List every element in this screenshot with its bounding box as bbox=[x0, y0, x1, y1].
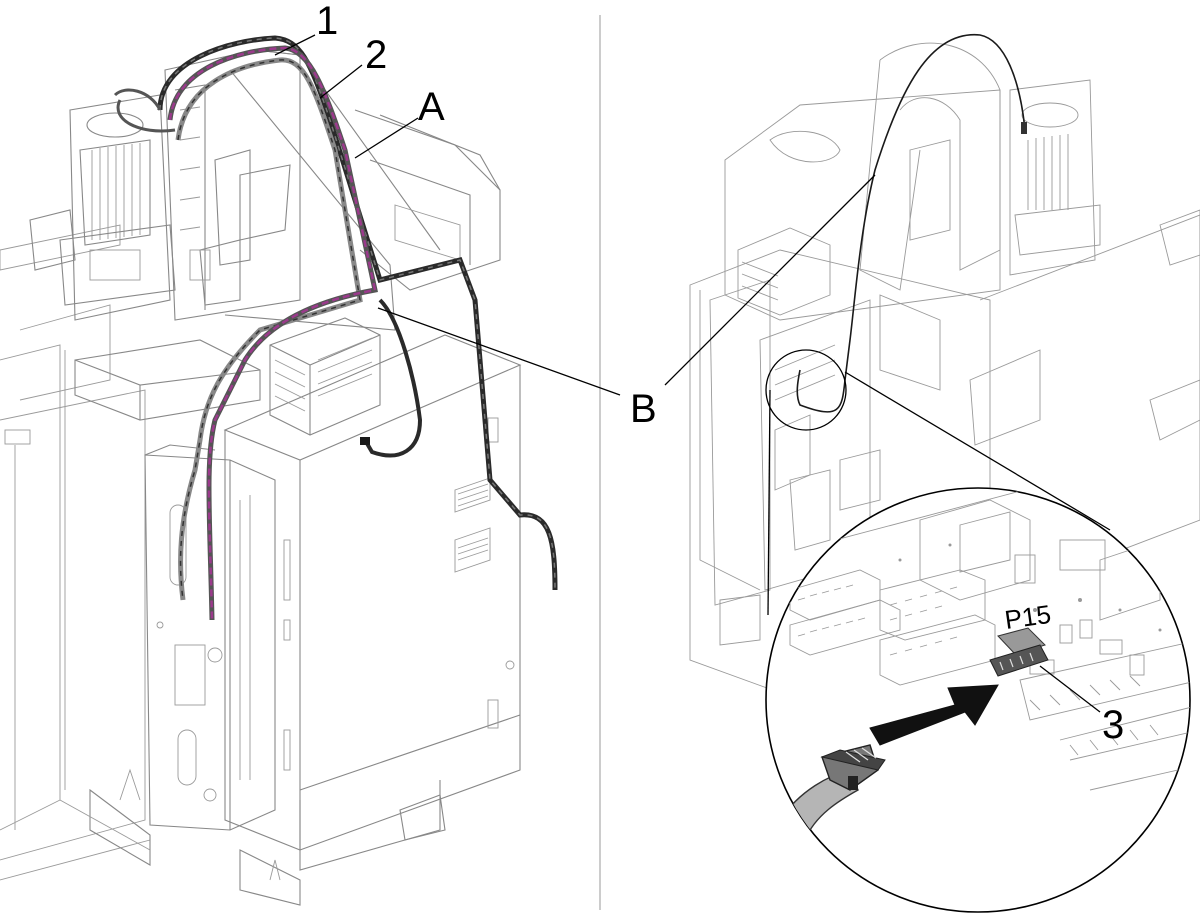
right-panel: P15 3 bbox=[664, 34, 1200, 913]
right-tower-arch bbox=[859, 42, 1001, 291]
cable-1 bbox=[157, 35, 558, 591]
left-power-module bbox=[269, 317, 381, 436]
leader-line-b-right bbox=[664, 174, 876, 386]
p15-label: P15 bbox=[1003, 599, 1053, 635]
leader-line-1 bbox=[274, 34, 316, 56]
callout-2: 2 bbox=[365, 33, 387, 77]
left-front-panel bbox=[144, 444, 291, 831]
left-base bbox=[59, 768, 446, 906]
leader-line-b-left bbox=[377, 307, 621, 396]
left-main-cabinet bbox=[223, 334, 522, 871]
leader-line-2 bbox=[319, 64, 363, 99]
callout-a: A bbox=[418, 85, 445, 129]
magnify-line-right bbox=[844, 371, 1111, 531]
left-motor-assembly bbox=[29, 94, 176, 321]
magnify-line-left bbox=[767, 389, 771, 616]
p15-socket bbox=[989, 627, 1049, 677]
cable-b-short bbox=[360, 298, 423, 458]
left-panel: 1 2 A B bbox=[0, 0, 657, 906]
detail-source-circle bbox=[765, 349, 847, 431]
right-cable-tip bbox=[1021, 122, 1027, 134]
leader-line-3 bbox=[1039, 665, 1101, 713]
cable-loop-top bbox=[113, 88, 176, 133]
leader-line-a bbox=[354, 117, 419, 159]
right-power-module bbox=[737, 227, 831, 316]
cable-a bbox=[167, 45, 378, 621]
callout-1: 1 bbox=[316, 0, 338, 43]
insert-arrow-icon bbox=[869, 684, 999, 746]
left-tower bbox=[164, 49, 441, 331]
right-thin-cable bbox=[796, 34, 1026, 413]
left-background-frame bbox=[0, 224, 151, 881]
callout-b: B bbox=[630, 387, 657, 431]
left-back-box bbox=[354, 109, 501, 291]
right-motor-assembly bbox=[1009, 79, 1101, 276]
callout-3: 3 bbox=[1102, 703, 1124, 747]
cable-2 bbox=[175, 57, 363, 601]
